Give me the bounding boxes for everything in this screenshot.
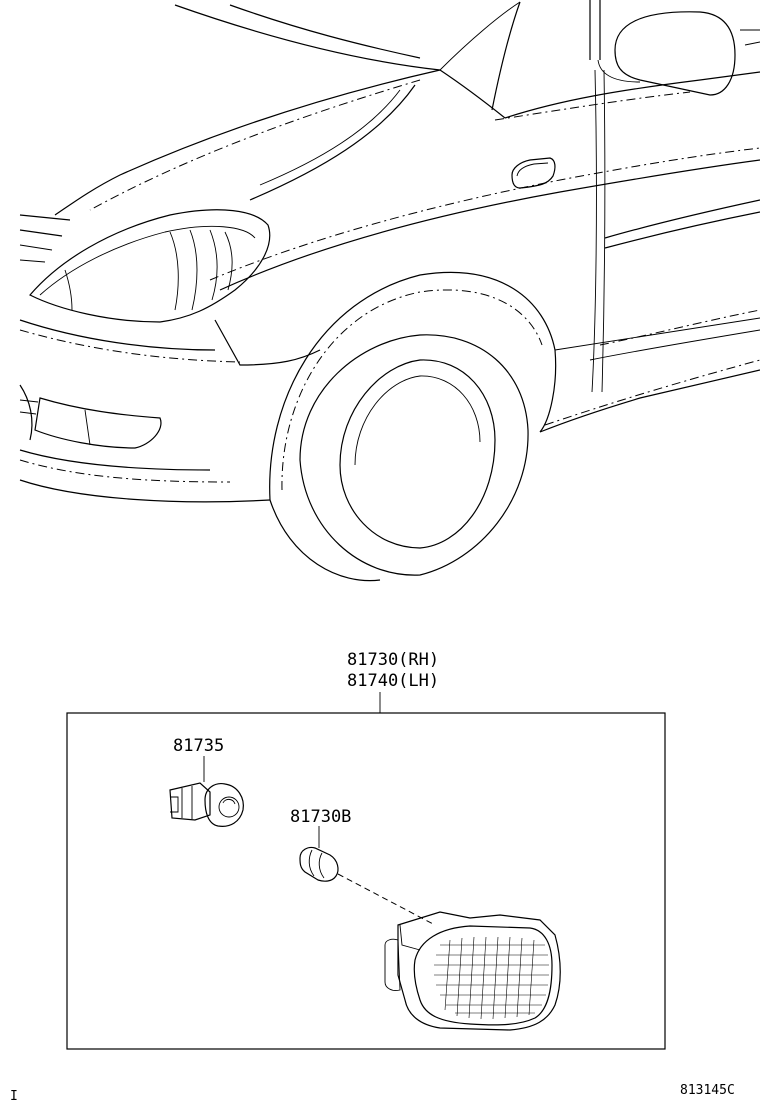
lens-texture <box>434 936 549 1020</box>
assembly-lh-label: 81740(LH) <box>347 671 439 691</box>
side-marker-lamp <box>384 911 561 1031</box>
parts-box <box>66 712 666 1050</box>
footer-left-mark: I <box>10 1089 18 1104</box>
figure-code: 813145C <box>680 1083 735 1098</box>
assembly-callout: 81730(RH) 81740(LH) <box>347 650 439 713</box>
assembly-rh-label: 81730(RH) <box>347 650 439 670</box>
vehicle-illustration <box>19 0 760 582</box>
socket-part: 81735 <box>169 736 244 827</box>
bulb-label: 81730B <box>290 807 351 827</box>
bulb-part: 81730B <box>290 807 436 926</box>
socket-label: 81735 <box>173 736 224 756</box>
